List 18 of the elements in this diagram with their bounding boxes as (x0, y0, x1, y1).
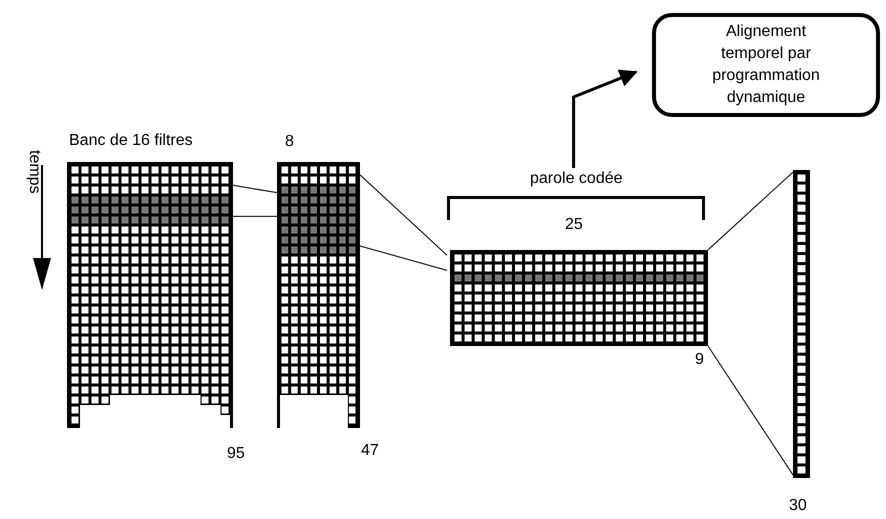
grid-label: 25 (565, 216, 583, 234)
zoom-line (360, 245, 448, 271)
grid-label: parole codée (530, 170, 623, 188)
box-text: Alignement temporel par programmation dynamique (711, 22, 821, 108)
arrow (572, 70, 638, 168)
grid-label: Banc de 16 filtres (69, 132, 193, 150)
dimension-label: 30 (789, 497, 807, 515)
grid-label: 8 (285, 133, 294, 151)
zoom-line (232, 216, 278, 217)
process-box (652, 13, 880, 117)
dimension-label: 47 (361, 442, 379, 460)
zoom-line (232, 184, 278, 194)
zoom-line (708, 172, 794, 250)
dimension-label: 9 (695, 351, 704, 369)
zoom-line (708, 346, 794, 476)
zoom-line (360, 174, 448, 256)
dimension-label: 95 (227, 445, 245, 463)
axis-label: temps (25, 150, 43, 194)
